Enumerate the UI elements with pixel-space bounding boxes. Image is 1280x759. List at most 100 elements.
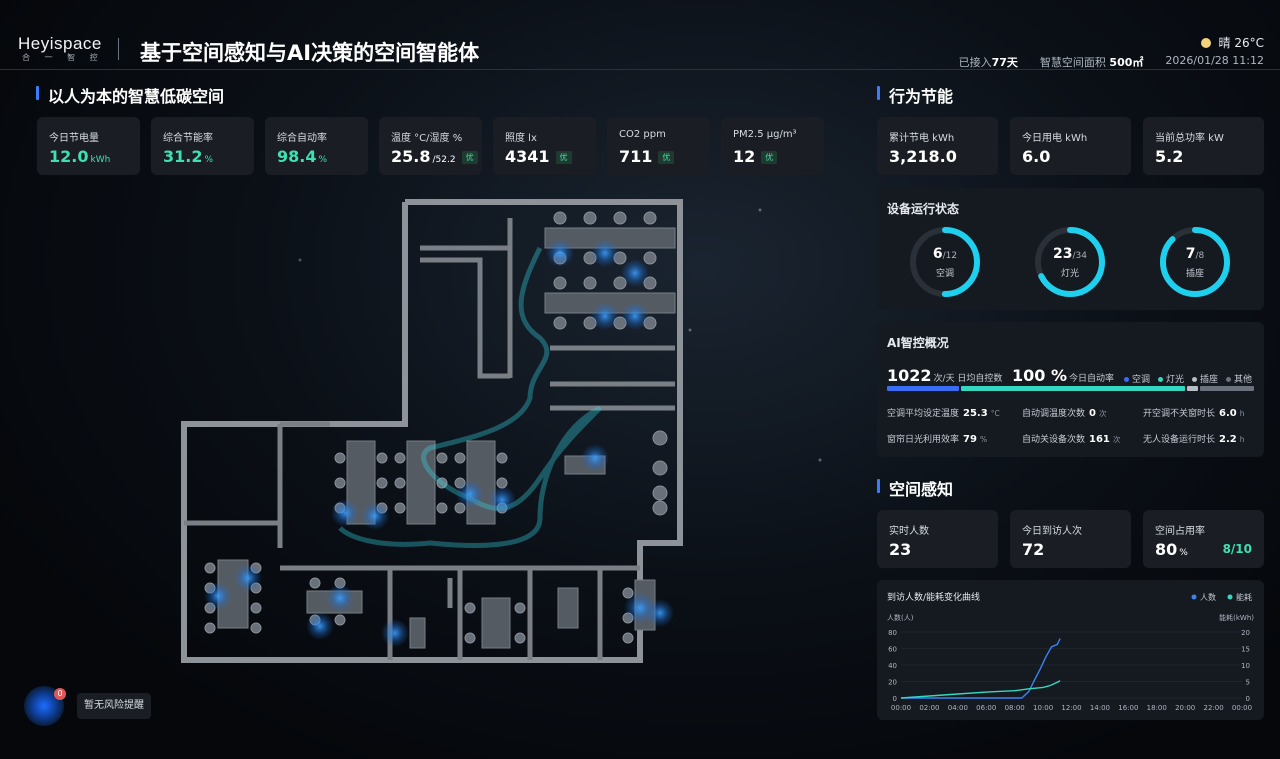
quality-tag: 优 <box>555 151 572 164</box>
legend-item: 插座 <box>1191 372 1218 385</box>
left-section-title: 以人为本的智慧低碳空间 <box>36 83 224 107</box>
legend-dot <box>1191 594 1197 600</box>
ai-stat-label: 空调平均设定温度 <box>887 409 960 419</box>
space-area: 智慧空间面积 500㎡ <box>1040 54 1143 70</box>
legend-dot <box>1157 377 1163 382</box>
metric-label: PM2.5 μg/m³ <box>733 129 797 140</box>
ring-total: /12 <box>942 251 958 261</box>
metric-number: 12 <box>733 147 756 166</box>
ai-stat-unit: 次 <box>1098 409 1107 418</box>
legend-label: 人数 <box>1200 592 1216 602</box>
ai-stat-label: 自动关设备次数 <box>1022 435 1086 445</box>
legend-label: 其他 <box>1233 375 1252 385</box>
ai-stat-unit: °C <box>990 409 1000 418</box>
metric-label: 综合自动率 <box>277 133 327 144</box>
space-number: 80 <box>1155 540 1178 559</box>
legend-item: 空调 <box>1123 372 1150 385</box>
ai-stat-label: 窗帘日光利用效率 <box>887 435 960 445</box>
series-line <box>900 680 1061 699</box>
x-tick: 02:00 <box>919 704 939 712</box>
space-label: 空间占用率 <box>1155 526 1205 537</box>
legend-item: 灯光 <box>1157 372 1184 385</box>
ring-on: 23 <box>1053 246 1073 262</box>
ring-label: 空调 <box>935 269 954 279</box>
y-right-tick: 15 <box>1241 646 1250 654</box>
ring-count: 6/12 <box>907 246 983 262</box>
y-right-tick: 0 <box>1246 695 1250 703</box>
ring-fill <box>910 227 980 297</box>
ai-stat-unit: 次 <box>1112 435 1121 444</box>
ai-stat-label: 自动调温度次数 <box>1022 409 1086 419</box>
y-left-tick: 20 <box>888 679 897 687</box>
risk-notice[interactable]: 暂无风险提醒 <box>77 693 151 719</box>
ai-stat-unit: % <box>979 435 988 444</box>
ring-total: /8 <box>1195 251 1205 261</box>
space-label: 实时人数 <box>889 526 929 537</box>
area-value: 500㎡ <box>1109 56 1144 69</box>
ring-label: 灯光 <box>1060 269 1079 279</box>
metric-number: 12.0 <box>49 147 89 166</box>
y-right-tick: 5 <box>1246 679 1250 687</box>
ai-auto-value: 100 % <box>1012 366 1067 385</box>
x-tick: 06:00 <box>976 704 996 712</box>
legend-label: 能耗 <box>1236 592 1252 602</box>
ai-stat-unit: h <box>1239 409 1245 418</box>
metric-number: 31.2 <box>163 147 203 166</box>
energy-label: 今日用电 kWh <box>1022 133 1088 144</box>
energy-section-title: 行为节能 <box>877 83 953 107</box>
legend-dot <box>1191 377 1197 382</box>
area-label: 智慧空间面积 <box>1039 56 1106 69</box>
space-value: 23 <box>889 540 911 559</box>
ring-on: 7 <box>1185 246 1196 262</box>
ring-on: 6 <box>932 246 943 262</box>
weather: 晴 26°C <box>1200 34 1264 51</box>
metric-unit: kWh <box>90 155 111 165</box>
ai-count-value: 1022 <box>887 366 932 385</box>
chart-title: 到访人数/能耗变化曲线 <box>887 591 980 603</box>
quality-tag: 优 <box>461 151 478 164</box>
y-left-tick: 80 <box>888 629 897 637</box>
legend-item: 其他 <box>1225 372 1252 385</box>
space-card: 实时人数 23 <box>877 510 998 568</box>
x-tick: 22:00 <box>1203 704 1223 712</box>
device-ring: 7/8 插座 <box>1157 224 1233 300</box>
ring-fill <box>1035 227 1105 297</box>
metric-number: 98.4 <box>277 147 317 166</box>
x-tick: 08:00 <box>1005 704 1025 712</box>
y-right-tick: 10 <box>1241 662 1250 670</box>
quality-tag: 优 <box>761 151 778 164</box>
energy-value: 6.0 <box>1022 147 1051 166</box>
device-ring: 6/12 空调 <box>907 224 983 300</box>
metric-unit: % <box>204 155 214 165</box>
legend-dot <box>1123 377 1129 382</box>
ai-stat-value: 79 <box>963 434 977 445</box>
x-tick: 04:00 <box>948 704 968 712</box>
ai-auto-rate: 100 %今日自动率 <box>1012 366 1114 385</box>
ai-stat-value: 25.3 <box>963 408 988 419</box>
page-title: 基于空间感知与AI决策的空间智能体 <box>140 41 480 65</box>
ring-label: 插座 <box>1185 269 1204 279</box>
energy-label: 当前总功率 kW <box>1155 133 1224 144</box>
metric-number: 711 <box>619 147 653 166</box>
logo-subtitle: 合 一 智 控 <box>22 53 104 62</box>
legend-dot <box>1225 377 1231 382</box>
x-tick: 14:00 <box>1090 704 1110 712</box>
